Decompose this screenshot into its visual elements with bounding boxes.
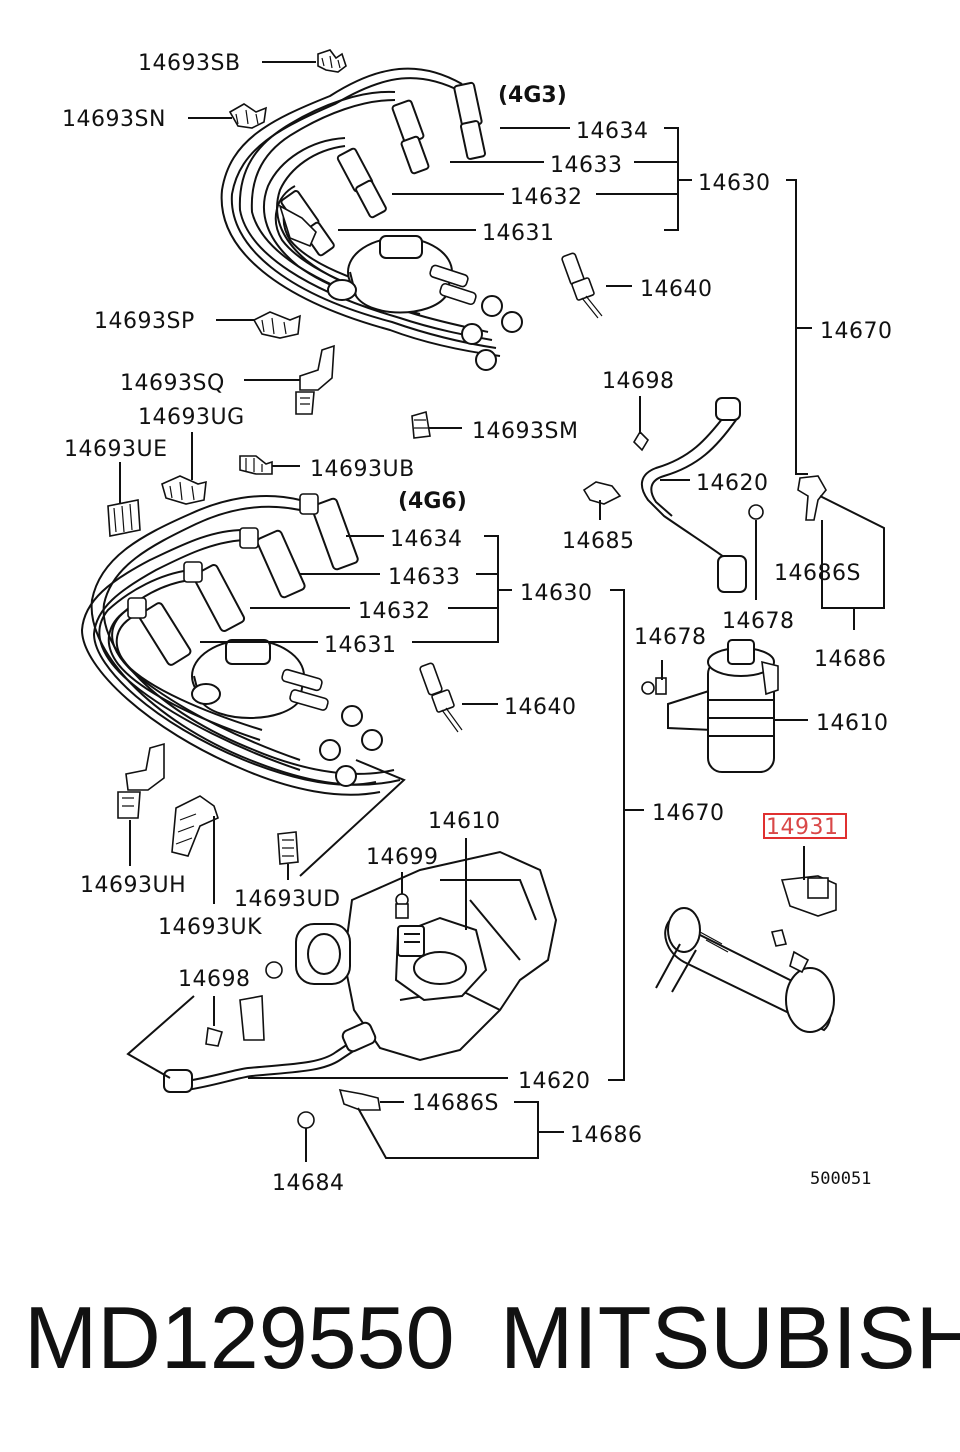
clamp-14693ug-part xyxy=(161,475,207,505)
coil-wire-lower-14620 xyxy=(163,1021,377,1093)
label-14685: 14685 xyxy=(562,529,635,554)
label-14632-4g3: 14632 xyxy=(510,185,583,210)
label-14686S-upper: 14686S xyxy=(774,561,861,586)
label-14686S-lower: 14686S xyxy=(412,1091,499,1116)
label-14640-4g6: 14640 xyxy=(504,695,577,720)
nut-14684-part xyxy=(297,1111,315,1129)
spark-plug-4g3 xyxy=(561,252,603,319)
label-14670-lower: 14670 xyxy=(652,801,725,826)
label-14634-4g6: 14634 xyxy=(390,527,463,552)
coil-wire-14620 xyxy=(632,397,747,593)
wire-harness-4g3 xyxy=(220,67,523,371)
label-14610-coil: 14610 xyxy=(816,711,889,736)
clip-14685-part xyxy=(582,481,622,505)
clamp-14693sm-part xyxy=(411,410,431,439)
ignition-coil-14610 xyxy=(667,639,779,773)
label-14620-lower: 14620 xyxy=(518,1069,591,1094)
label-14693UG: 14693UG xyxy=(138,405,245,430)
bracket-14693uh-part xyxy=(117,742,165,819)
clamp-14693ud-part xyxy=(277,831,299,865)
label-14678-left: 14678 xyxy=(634,625,707,650)
label-14684: 14684 xyxy=(272,1171,345,1196)
label-14693SP: 14693SP xyxy=(94,309,195,334)
label-14670-upper: 14670 xyxy=(820,319,893,344)
clamp-14693sp-part xyxy=(252,311,301,339)
label-14633-4g3: 14633 xyxy=(550,153,623,178)
noise-filter-14931-part xyxy=(655,875,837,1033)
label-14698-lower: 14698 xyxy=(178,967,251,992)
label-14693SM: 14693SM xyxy=(472,419,578,444)
highlight-box-14931 xyxy=(763,813,847,839)
label-14693UK: 14693UK xyxy=(158,915,262,940)
label-14693SB: 14693SB xyxy=(138,51,241,76)
label-14620-upper: 14620 xyxy=(696,471,769,496)
bracket-14693uk-part xyxy=(171,795,219,857)
label-14630-4g6: 14630 xyxy=(520,581,593,606)
wire-harness-4g6 xyxy=(80,493,401,796)
part-labels: 14693SB 14693SN (4G3) 14634 14633 14632 … xyxy=(62,51,893,1196)
label-14699: 14699 xyxy=(366,845,439,870)
label-4G3: (4G3) xyxy=(498,83,567,108)
label-14686-lower: 14686 xyxy=(570,1123,643,1148)
brand-name: MITSUBISHI xyxy=(500,1288,960,1387)
label-14693UB: 14693UB xyxy=(310,457,415,482)
part-number: MD129550 xyxy=(24,1288,455,1387)
label-14686-upper: 14686 xyxy=(814,647,887,672)
label-14630-4g3: 14630 xyxy=(698,171,771,196)
label-14693SQ: 14693SQ xyxy=(120,371,225,396)
label-4G6: (4G6) xyxy=(398,489,467,514)
label-14931: 14931 xyxy=(766,815,839,840)
label-14631-4g3: 14631 xyxy=(482,221,555,246)
clamp-14693ue-part xyxy=(107,499,141,537)
label-14634-4g3: 14634 xyxy=(576,119,649,144)
engine-block-4g6 xyxy=(239,850,558,1062)
label-14678-right: 14678 xyxy=(722,609,795,634)
label-14693SN: 14693SN xyxy=(62,107,166,132)
caption: MD129550 MITSUBISHI xyxy=(0,1288,960,1408)
bracket-14686s-lower xyxy=(338,1088,381,1111)
clamp-14693sb-part xyxy=(317,49,347,73)
label-14693UH: 14693UH xyxy=(80,873,186,898)
label-14631-4g6: 14631 xyxy=(324,633,397,658)
label-14632-4g6: 14632 xyxy=(358,599,431,624)
label-14698-upper: 14698 xyxy=(602,369,675,394)
label-14693UD: 14693UD xyxy=(234,887,341,912)
spark-plug-4g6 xyxy=(419,662,463,733)
clamp-14693sn-part xyxy=(228,103,267,129)
label-14693UE: 14693UE xyxy=(64,437,168,462)
diagram-code: 500051 xyxy=(810,1169,871,1189)
leader-lines xyxy=(119,61,885,1162)
label-14610-distributor: 14610 xyxy=(428,809,501,834)
label-14633-4g6: 14633 xyxy=(388,565,461,590)
label-14640-4g3: 14640 xyxy=(640,277,713,302)
bracket-14686s-part xyxy=(797,475,827,521)
bracket-14693sq-part xyxy=(295,344,335,415)
clamp-14693ub-part xyxy=(239,455,273,475)
